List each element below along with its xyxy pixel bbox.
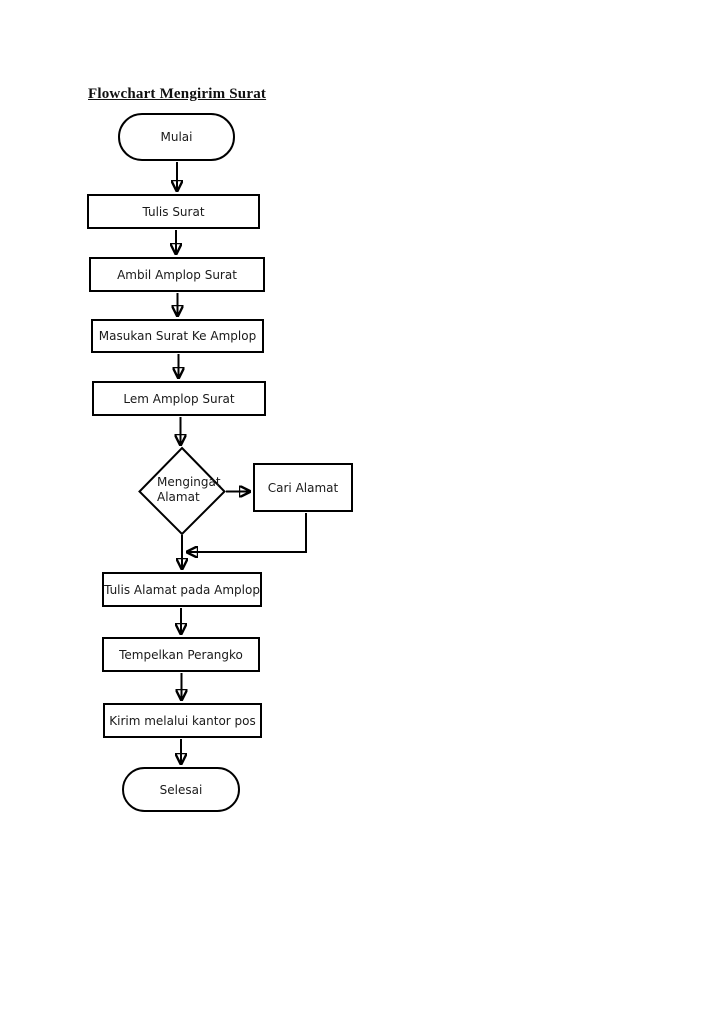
page-title: Flowchart Mengirim Surat — [88, 86, 267, 102]
flowchart-node-kirim-melalui-kantor-pos: Kirim melalui kantor pos — [103, 703, 262, 738]
flowchart-node-masukan-surat-ke-amplop: Masukan Surat Ke Amplop — [91, 319, 264, 353]
flowchart-node-end: Selesai — [122, 767, 240, 812]
flowchart-node-tulis-alamat-pada-amplop: Tulis Alamat pada Amplop — [102, 572, 262, 607]
flowchart-node-ambil-amplop-surat: Ambil Amplop Surat — [89, 257, 265, 292]
flowchart-node-tulis-surat: Tulis Surat — [87, 194, 260, 229]
flowchart-node-start: Mulai — [118, 113, 235, 161]
flowchart-node-cari-alamat: Cari Alamat — [253, 463, 353, 512]
flowchart-node-lem-amplop-surat: Lem Amplop Surat — [92, 381, 266, 416]
flowchart-node-mengingat-alamat-label: Mengingat Alamat — [157, 475, 221, 504]
flowchart-node-tempelkan-perangko: Tempelkan Perangko — [102, 637, 260, 672]
arrow-cari-alamat-feedback — [186, 513, 307, 552]
flowchart-node-mengingat-alamat — [138, 446, 226, 536]
